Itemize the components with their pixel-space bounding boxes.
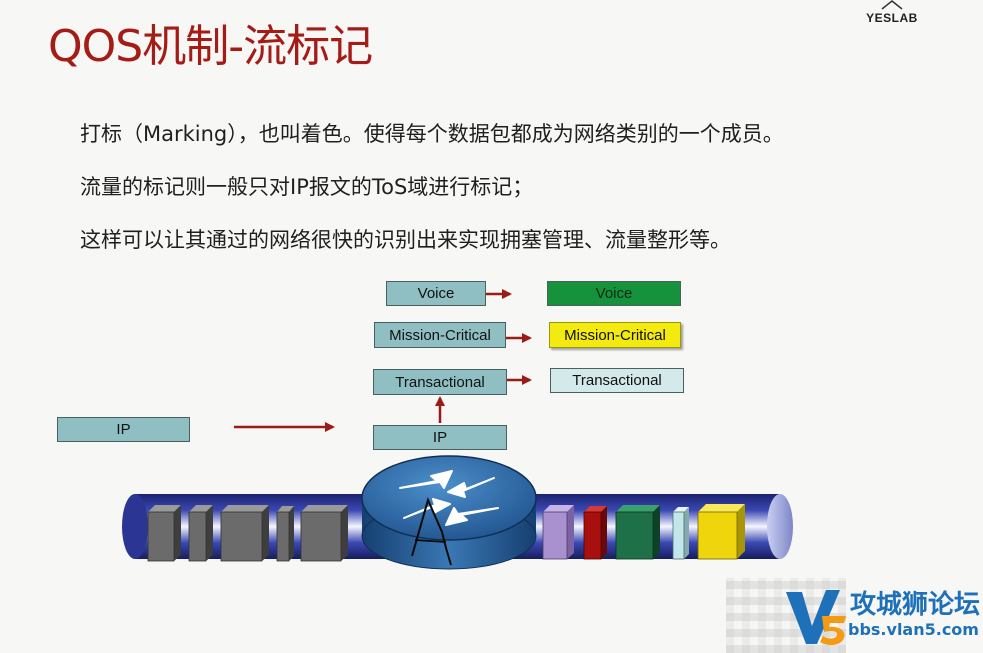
purple-packet (542, 505, 574, 560)
flow-arrows (234, 289, 532, 432)
slide-title: QOS机制-流标记 (48, 21, 373, 72)
class-mission-critical: Mission-Critical (374, 322, 506, 348)
yeslab-mark-icon (881, 0, 903, 10)
marked-transactional: Transactional (550, 368, 684, 393)
yellow-packet (697, 504, 745, 560)
marked-packets (542, 504, 745, 560)
gray-packet (220, 505, 269, 562)
v5-logo-icon (786, 590, 846, 646)
green-packet (615, 505, 660, 560)
router-ip-packet: IP (373, 425, 507, 450)
gray-packet (300, 505, 348, 562)
body-line-3: 这样可以让其通过的网络很快的识别出来实现拥塞管理、流量整形等。 (80, 228, 731, 252)
marked-voice: Voice (547, 281, 681, 306)
unmarked-packets (147, 505, 348, 562)
gray-packet (188, 505, 213, 562)
router-icon (361, 455, 537, 570)
body-line-1: 打标（Marking），也叫着色。使得每个数据包都成为网络类别的一个成员。 (80, 122, 784, 146)
watermark-brand: 攻城狮论坛 (850, 590, 981, 620)
logo-text: YESLAB (866, 11, 918, 25)
light-blue-packet (672, 507, 689, 560)
watermark-url: bbs.vlan5.com (848, 620, 979, 639)
yeslab-logo: YESLAB (858, 0, 926, 25)
class-voice: Voice (386, 281, 486, 306)
gray-packet (147, 505, 181, 562)
body-line-2: 流量的标记则一般只对IP报文的ToS域进行标记； (80, 175, 534, 199)
forum-watermark: 攻城狮论坛 bbs.vlan5.com (726, 578, 983, 653)
input-ip-packet: IP (57, 417, 190, 442)
class-transactional: Transactional (373, 369, 507, 395)
marked-mission-critical: Mission-Critical (549, 322, 681, 348)
red-packet (583, 506, 607, 560)
gray-packet (276, 506, 294, 562)
